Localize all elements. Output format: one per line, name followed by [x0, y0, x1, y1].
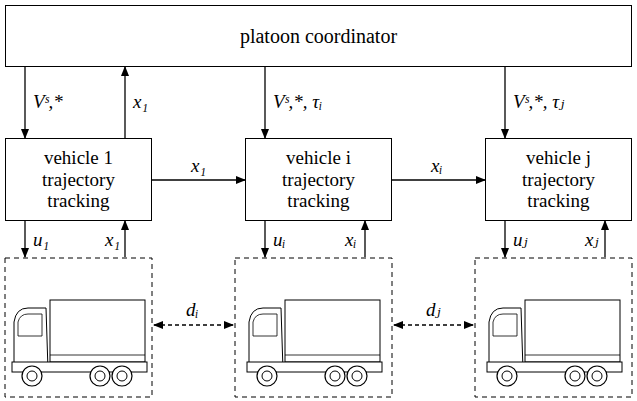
- node-text: vehicle i trajectory tracking: [264, 147, 374, 213]
- signal-arrow: [124, 67, 125, 138]
- signal-label: Vˢ,*: [32, 92, 64, 111]
- signal-label: xᵢ: [344, 230, 357, 249]
- signal-label: dⱼ: [425, 300, 442, 319]
- node-text: platoon coordinator: [240, 25, 397, 48]
- vehicle-box: vehicle j trajectory tracking: [485, 138, 632, 221]
- signal-label: Vˢ,*, τᵢ: [272, 92, 323, 111]
- signal-label: x₁: [190, 156, 207, 175]
- signal-label: xᵢ: [430, 156, 443, 175]
- signal-label: x₁: [104, 230, 121, 249]
- signal-label: u₁: [32, 230, 50, 249]
- node-text: vehicle 1 trajectory tracking: [24, 147, 134, 213]
- signal-label: uⱼ: [512, 230, 529, 249]
- signal-arrow: [24, 67, 25, 138]
- signal-label: uᵢ: [272, 230, 287, 249]
- signal-arrow: [152, 179, 245, 180]
- signal-label: Vˢ,*, τⱼ: [512, 92, 565, 111]
- coordinator-box: platoon coordinator: [5, 5, 632, 67]
- signal-label: xⱼ: [584, 230, 599, 249]
- node-text: vehicle j trajectory tracking: [504, 147, 614, 213]
- vehicle-box: vehicle i trajectory tracking: [245, 138, 392, 221]
- signal-arrow: [264, 67, 265, 138]
- signal-label: x₁: [132, 92, 149, 111]
- vehicle-box: vehicle 1 trajectory tracking: [5, 138, 152, 221]
- signal-arrow: [504, 67, 505, 138]
- signal-arrow: [392, 179, 485, 180]
- signal-label: dᵢ: [185, 300, 200, 319]
